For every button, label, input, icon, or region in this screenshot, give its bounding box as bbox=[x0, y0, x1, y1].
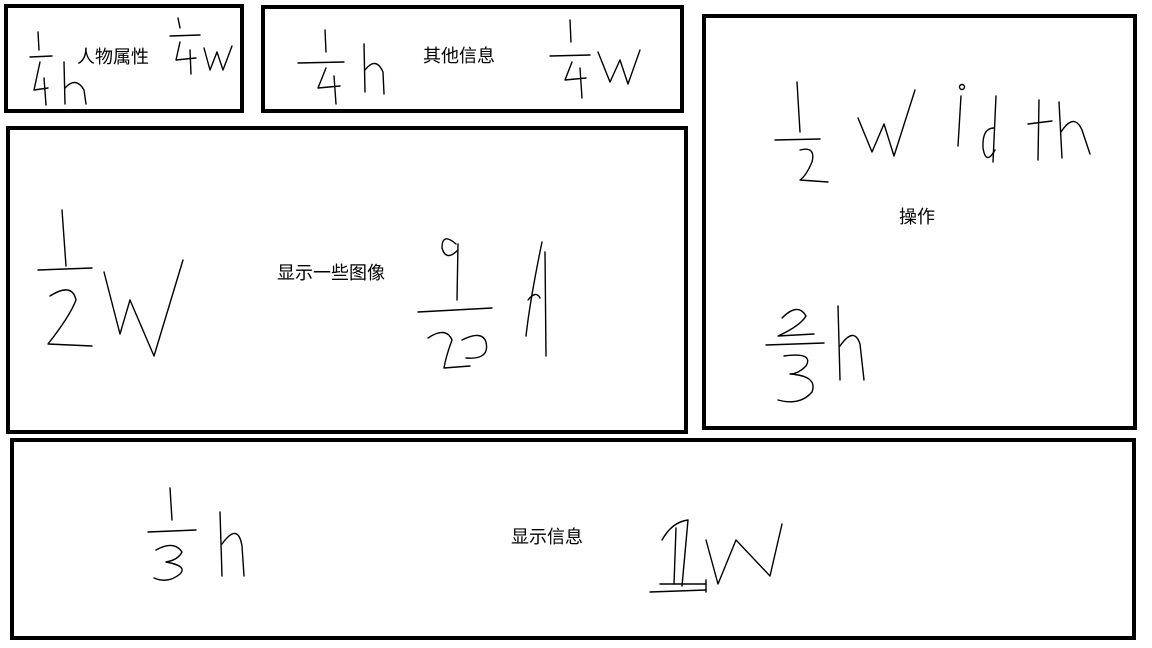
image-display-label: 显示一些图像 bbox=[277, 263, 385, 284]
character-attributes-label: 人物属性 bbox=[77, 47, 149, 68]
other-info-label: 其他信息 bbox=[423, 46, 495, 67]
info-display-label: 显示信息 bbox=[511, 527, 583, 548]
operations-label: 操作 bbox=[899, 207, 935, 228]
operations-panel bbox=[702, 14, 1137, 430]
info-display-panel bbox=[10, 438, 1136, 640]
